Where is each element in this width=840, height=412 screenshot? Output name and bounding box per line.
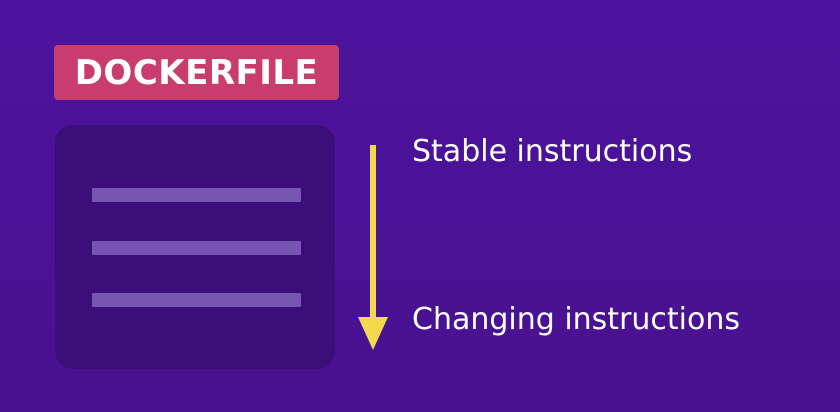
badge-label: DOCKERFILE	[74, 52, 319, 93]
instruction-line	[92, 293, 301, 307]
instruction-line	[92, 241, 301, 255]
stable-instructions-label: Stable instructions	[412, 134, 693, 169]
down-arrow-icon	[358, 145, 388, 350]
changing-instructions-label: Changing instructions	[412, 302, 741, 337]
dockerfile-badge: DOCKERFILE	[54, 45, 339, 100]
instruction-line	[92, 188, 301, 202]
dockerfile-document	[55, 125, 335, 369]
